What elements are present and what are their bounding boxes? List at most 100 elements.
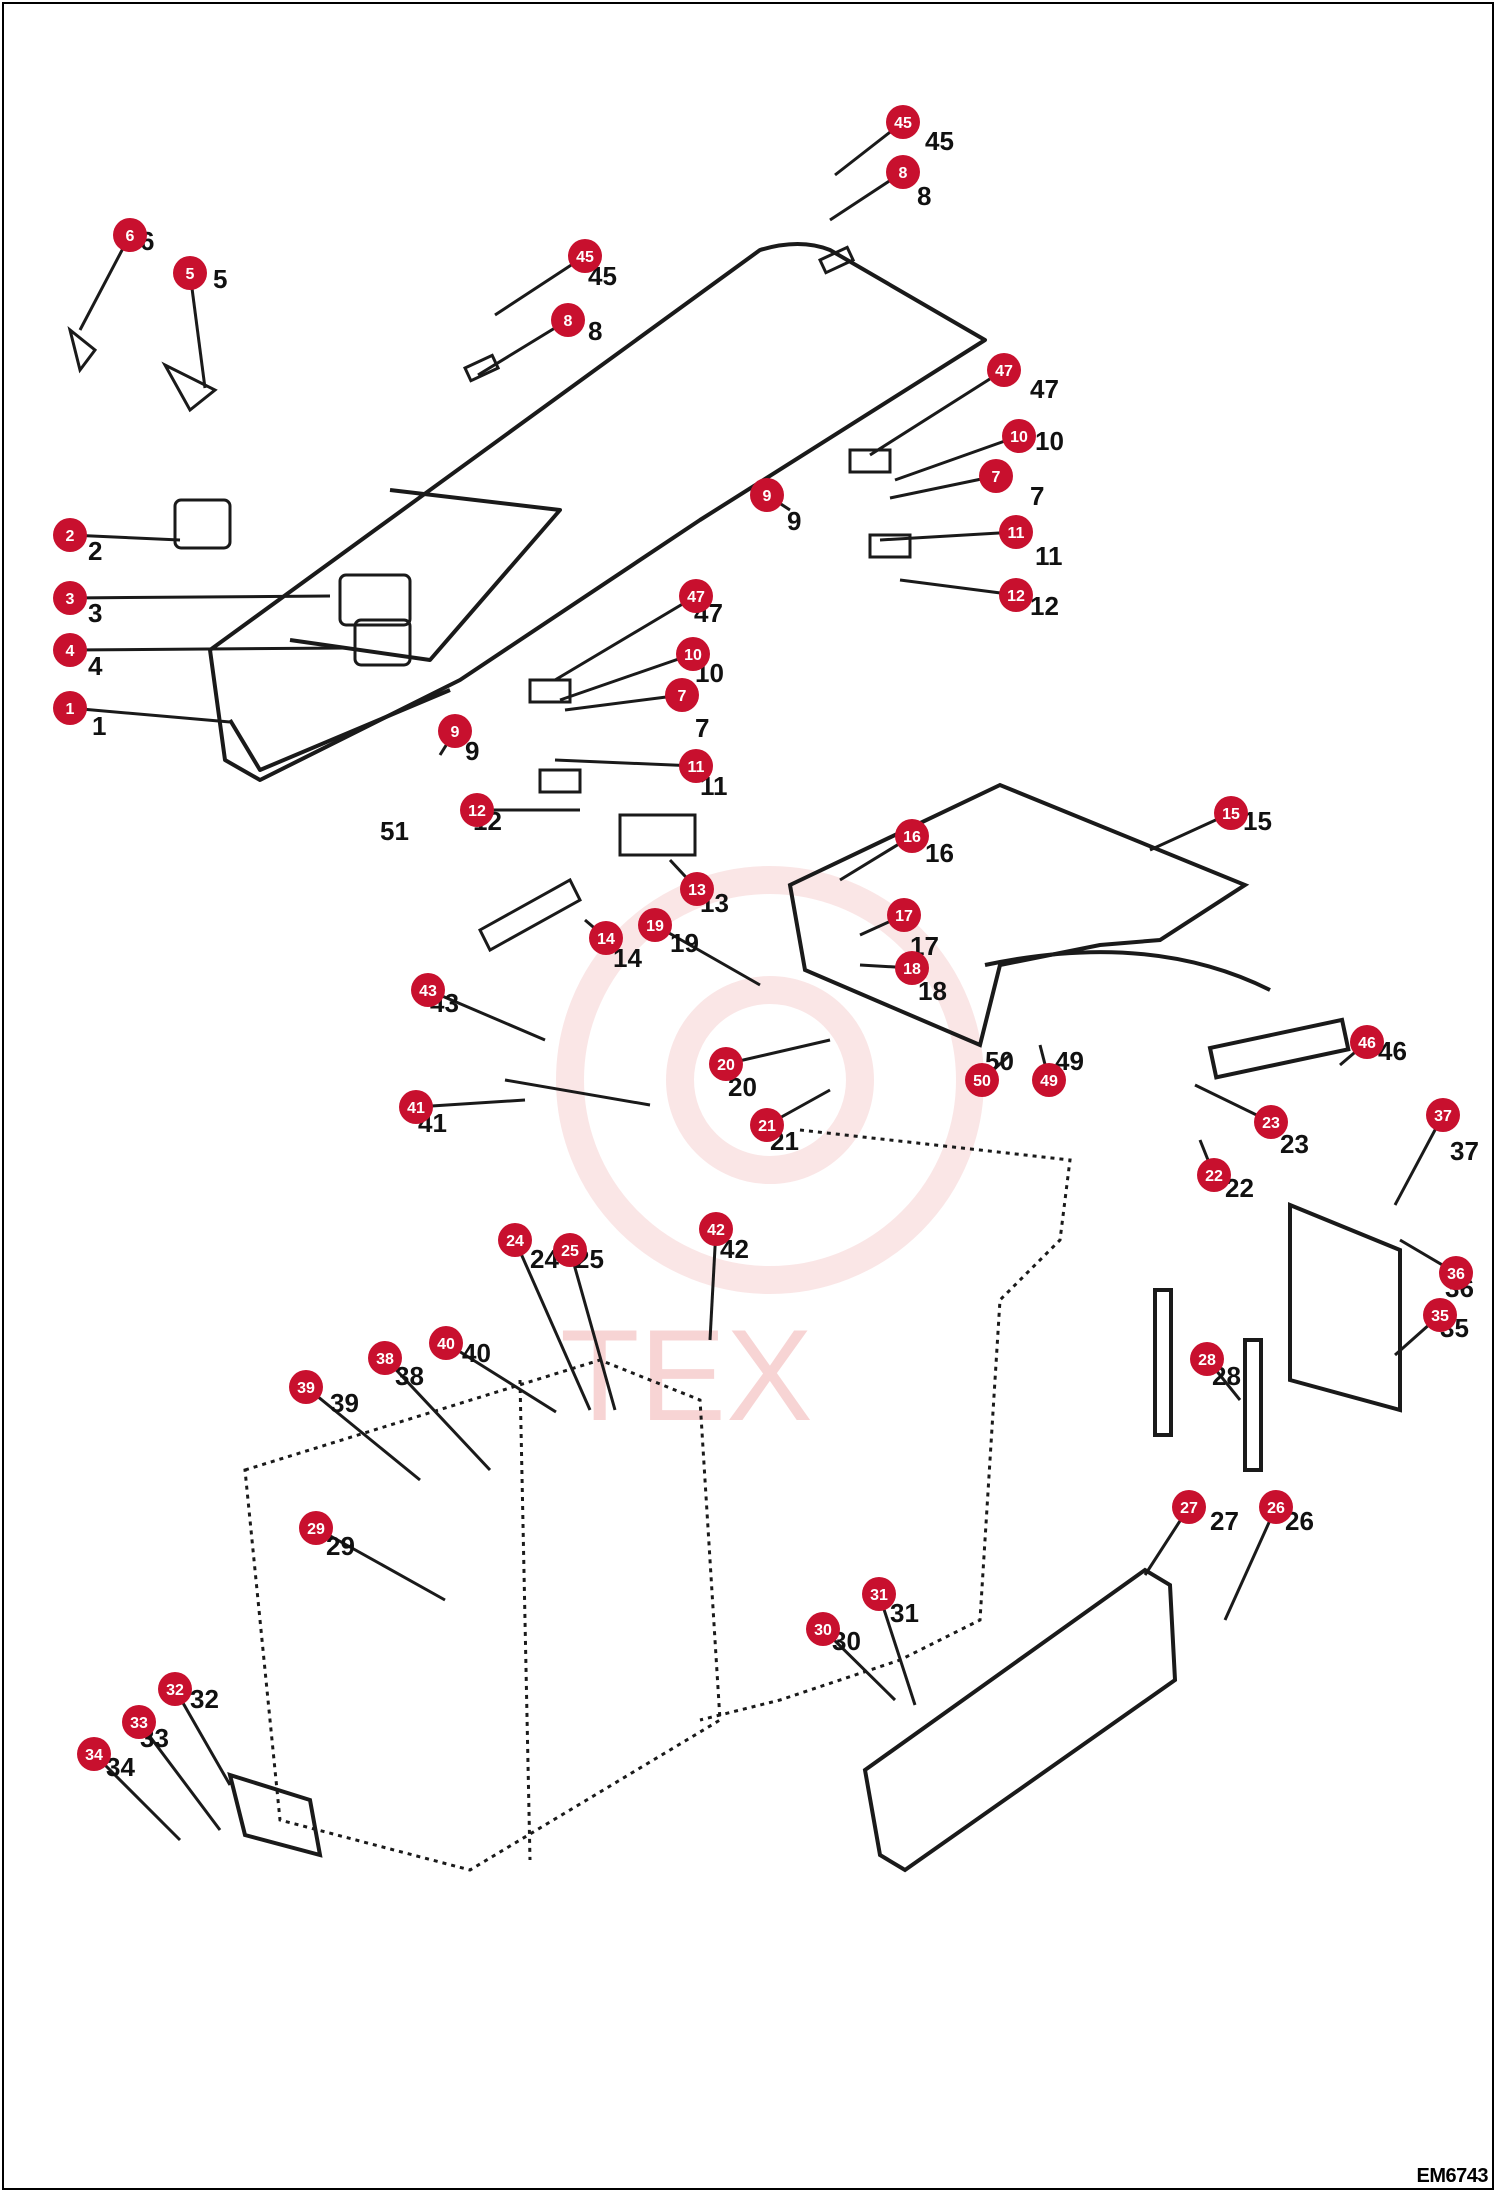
- leader-line: [899, 578, 1017, 597]
- callout-number: 6: [126, 228, 135, 245]
- callout-circle: [679, 749, 713, 783]
- callout-bubble: 10: [676, 637, 710, 671]
- callout-bubble: 2: [53, 518, 87, 552]
- reference-number: 40: [462, 1338, 491, 1368]
- callout-number: 26: [1267, 1500, 1285, 1517]
- leader-line: [494, 254, 586, 317]
- callout-number: 43: [419, 983, 437, 1000]
- callout-circle: [411, 973, 445, 1007]
- callout-bubble: 31: [862, 1577, 896, 1611]
- callout-bubble: 10: [1002, 419, 1036, 453]
- reference-number: 8: [917, 181, 931, 211]
- callout-number: 47: [687, 589, 705, 606]
- callout-number: 37: [1434, 1108, 1452, 1125]
- callout-circle: [750, 1108, 784, 1142]
- callout-bubble: 28: [1190, 1342, 1224, 1376]
- callout-bubble: 30: [806, 1612, 840, 1646]
- callout-number: 23: [1262, 1115, 1280, 1132]
- callout-bubble: 45: [886, 105, 920, 139]
- callout-bubble: 11: [999, 515, 1033, 549]
- leader-line: [877, 1593, 917, 1706]
- callout-number: 21: [758, 1118, 776, 1135]
- leader-line: [564, 693, 683, 712]
- reference-number: 5: [213, 264, 227, 294]
- callout-circle: [676, 637, 710, 671]
- latch-parts: [67, 326, 412, 667]
- callout-number: 38: [376, 1351, 394, 1368]
- callout-number: 49: [1040, 1073, 1058, 1090]
- callout-bubble: 32: [158, 1672, 192, 1706]
- callout-number: 16: [903, 829, 921, 846]
- callout-circle: [895, 951, 929, 985]
- callout-circle: [53, 518, 87, 552]
- callout-number: 27: [1180, 1500, 1198, 1517]
- callout-bubble: 6: [113, 218, 147, 252]
- callout-number: 45: [576, 249, 594, 266]
- callout-circle: [999, 578, 1033, 612]
- callout-number: 24: [506, 1233, 524, 1250]
- callout-number: 8: [564, 313, 573, 330]
- callout-number: 17: [895, 908, 913, 925]
- leader-line: [654, 923, 761, 987]
- callout-circle: [665, 678, 699, 712]
- callout-number: 36: [1447, 1266, 1465, 1283]
- callout-bubble: 9: [438, 714, 472, 748]
- callout-circle: [1172, 1490, 1206, 1524]
- reference-number: 32: [190, 1684, 219, 1714]
- callout-bubble: 1: [53, 691, 87, 725]
- leader-line: [315, 1526, 446, 1602]
- callout-number: 11: [688, 759, 705, 776]
- callout-bubble: 7: [665, 678, 699, 712]
- callout-number: 41: [407, 1100, 425, 1117]
- callout-circle: [1214, 796, 1248, 830]
- callout-circle: [699, 1212, 733, 1246]
- callout-bubble: 49: [1032, 1063, 1066, 1097]
- leader-line: [69, 533, 181, 542]
- leader-line: [69, 706, 231, 724]
- leader-line: [188, 272, 207, 389]
- callout-number: 34: [85, 1747, 103, 1764]
- leader-line: [383, 1356, 492, 1472]
- callout-bubble: 13: [680, 872, 714, 906]
- reference-number: 10: [1035, 426, 1064, 456]
- callout-bubble: 12: [460, 793, 494, 827]
- leader-line: [415, 1098, 526, 1109]
- callout-bubble: 17: [887, 898, 921, 932]
- callout-bubble: 45: [568, 239, 602, 273]
- callout-circle: [173, 256, 207, 290]
- callout-circle: [1190, 1342, 1224, 1376]
- callout-number: 7: [992, 469, 1001, 486]
- callout-number: 12: [1007, 588, 1025, 605]
- callout-bubble: 8: [551, 303, 585, 337]
- callout-bubble: 33: [122, 1705, 156, 1739]
- callout-number: 5: [186, 266, 195, 283]
- callout-circle: [679, 579, 713, 613]
- callout-bubble: 43: [411, 973, 445, 1007]
- callout-circle: [1254, 1105, 1288, 1139]
- callout-bubble: 46: [1350, 1025, 1384, 1059]
- callout-number: 50: [973, 1073, 991, 1090]
- callout-circle: [886, 105, 920, 139]
- callout-bubble: 27: [1172, 1490, 1206, 1524]
- callout-circle: [1439, 1256, 1473, 1290]
- leader-line: [869, 368, 1005, 457]
- callout-circle: [113, 218, 147, 252]
- callout-number: 1: [66, 701, 75, 718]
- callout-number: 46: [1358, 1035, 1376, 1052]
- callout-number: 35: [1431, 1308, 1449, 1325]
- reference-number: 11: [1035, 541, 1063, 571]
- callout-number: 20: [717, 1057, 735, 1074]
- leader-lines: [69, 120, 1457, 1842]
- callout-number: 10: [1010, 429, 1028, 446]
- callout-number: 40: [437, 1336, 455, 1353]
- callout-circle: [979, 459, 1013, 493]
- callout-bubble: 35: [1423, 1298, 1457, 1332]
- callout-circle: [399, 1090, 433, 1124]
- callout-circle: [680, 872, 714, 906]
- front-bumper-panel: [862, 1567, 1178, 1873]
- callout-bubble: 23: [1254, 1105, 1288, 1139]
- callout-bubble: 7: [979, 459, 1013, 493]
